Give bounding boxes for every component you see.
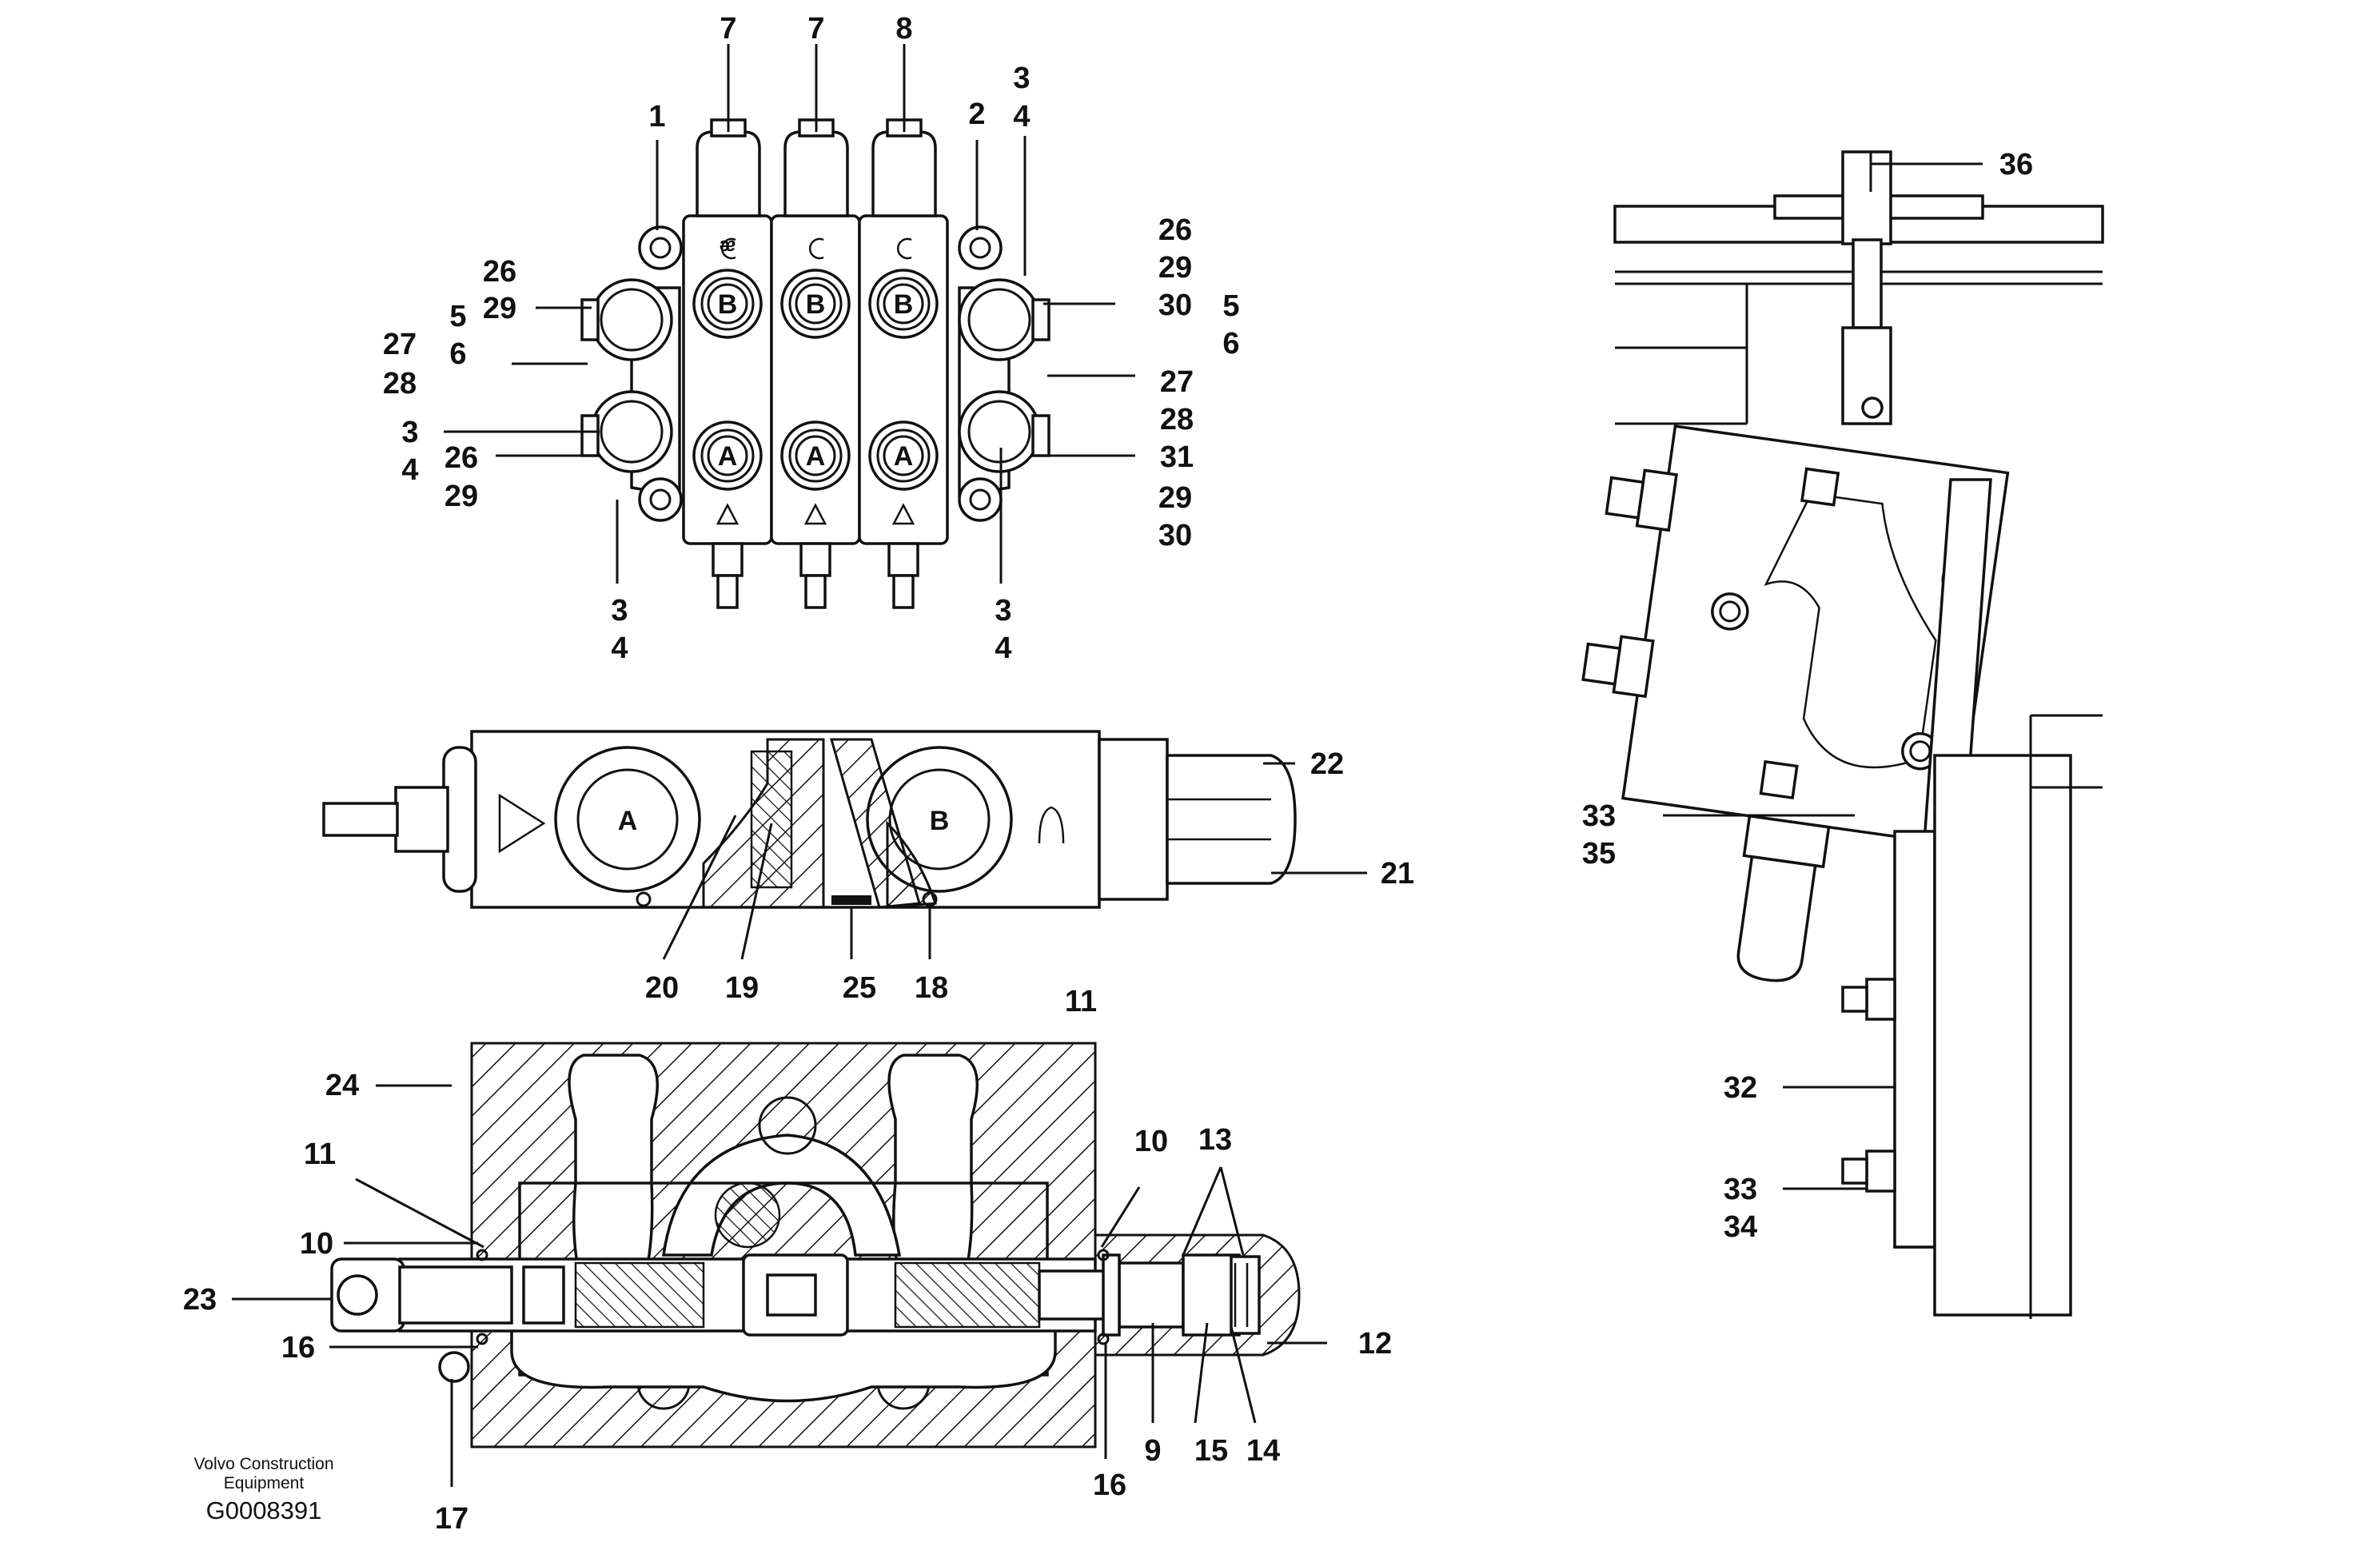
port-a-label-3: A <box>894 441 914 472</box>
callout-labels: 7 7 8 1 2 3 4 26 29 5 6 27 28 3 4 26 29 … <box>183 12 2033 1536</box>
callout-label: 7 <box>720 12 736 46</box>
callout-label: 9 <box>1144 1434 1161 1468</box>
callout-label: 10 <box>1134 1125 1168 1158</box>
callout-label: 35 <box>1582 837 1616 871</box>
callout-label: 29 <box>445 480 478 513</box>
callout-label: 27 <box>383 328 417 361</box>
installation-view <box>1581 150 2104 1319</box>
callout-label: 3 <box>995 594 1011 628</box>
caption-block: Volvo Construction Equipment G0008391 <box>193 1455 333 1524</box>
port-a-label-1: A <box>718 441 738 472</box>
callout-label: 8 <box>895 12 912 46</box>
top-leaders <box>444 44 1135 584</box>
callout-label: 29 <box>483 292 516 325</box>
bottom-leaders <box>232 1043 1327 1487</box>
callout-label: 27 <box>1160 365 1194 399</box>
callout-label: 15 <box>1194 1434 1228 1468</box>
valve-cross-section <box>330 1042 1301 1448</box>
callout-label: 18 <box>915 971 948 1005</box>
callout-label: 14 <box>1246 1434 1280 1468</box>
callout-label: 3 <box>1013 62 1030 95</box>
caption-line-2: Equipment <box>224 1474 305 1492</box>
port-a-label-2: A <box>806 441 826 472</box>
valve-top-view: ᵆ B B B A A A <box>580 118 1050 609</box>
callout-label: 4 <box>611 632 628 665</box>
callout-label: 30 <box>1158 289 1192 322</box>
callout-label: 4 <box>995 632 1011 665</box>
callout-label: 4 <box>401 453 418 487</box>
callout-label: 1 <box>648 100 665 133</box>
callout-label: 24 <box>325 1069 359 1102</box>
valve-side-view: A B <box>322 730 1297 909</box>
callout-label: 30 <box>1158 519 1192 552</box>
callout-label: 12 <box>1358 1327 1392 1361</box>
callout-label: 21 <box>1381 857 1414 891</box>
callout-label: 26 <box>445 441 478 475</box>
callout-label: 34 <box>1724 1210 1757 1244</box>
right-leaders <box>1663 162 1983 1190</box>
callout-label: 25 <box>843 971 876 1005</box>
callout-label: 5 <box>1222 289 1239 323</box>
callout-label: 33 <box>1724 1173 1757 1206</box>
callout-label: 33 <box>1582 799 1616 833</box>
callout-label: 3 <box>401 416 418 449</box>
callout-label: 5 <box>449 300 466 333</box>
port-a-side-label: A <box>618 806 638 836</box>
callout-label: 32 <box>1724 1071 1757 1105</box>
svg-text:ᵆ: ᵆ <box>720 233 736 264</box>
callout-label: 7 <box>807 12 824 46</box>
callout-label: 26 <box>483 255 516 289</box>
callout-label: 11 <box>304 1138 336 1171</box>
callout-label: 29 <box>1158 481 1192 515</box>
caption-code: G0008391 <box>206 1496 322 1524</box>
callout-label: 16 <box>1093 1468 1126 1502</box>
callout-label: 13 <box>1198 1123 1232 1157</box>
callout-label: 6 <box>449 337 466 371</box>
port-b-label-1: B <box>718 289 738 320</box>
callout-label: 4 <box>1013 100 1030 133</box>
callout-label: 11 <box>1065 985 1097 1018</box>
callout-label: 17 <box>435 1502 468 1536</box>
callout-label: 22 <box>1310 747 1344 781</box>
caption-line-1: Volvo Construction <box>193 1455 333 1473</box>
callout-label: 19 <box>725 971 759 1005</box>
callout-label: 2 <box>968 98 985 131</box>
port-b-side-label: B <box>930 806 950 836</box>
port-b-label-2: B <box>806 289 826 320</box>
callout-label: 16 <box>281 1331 315 1365</box>
middle-leaders <box>662 762 1367 960</box>
callout-label: 3 <box>611 594 628 628</box>
callout-label: 6 <box>1222 327 1239 361</box>
port-b-label-3: B <box>894 289 914 320</box>
callout-label: 10 <box>300 1227 333 1261</box>
callout-label: 26 <box>1158 213 1192 247</box>
callout-label: 29 <box>1158 251 1192 285</box>
callout-label: 31 <box>1160 440 1194 474</box>
callout-label: 28 <box>1160 403 1194 436</box>
callout-label: 28 <box>383 367 417 400</box>
callout-label: 20 <box>645 971 679 1005</box>
callout-label: 36 <box>1999 148 2033 181</box>
callout-label: 23 <box>183 1283 217 1317</box>
